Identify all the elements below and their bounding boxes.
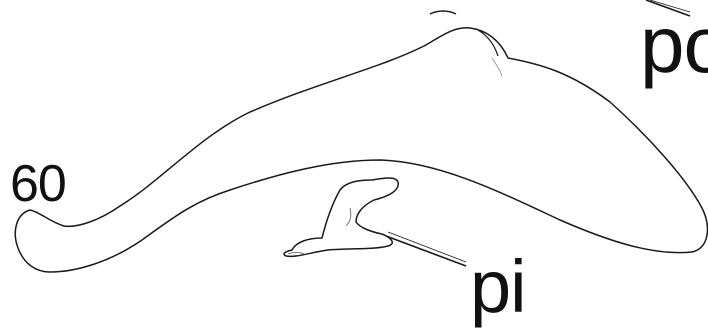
pi-label: pi bbox=[470, 250, 526, 324]
top-fragment-outline bbox=[430, 11, 456, 14]
pi-leader-line-double bbox=[388, 232, 466, 262]
pi-element-outline bbox=[284, 178, 398, 256]
pi-leader-line bbox=[386, 236, 466, 266]
specimen-number-label: 60 bbox=[10, 158, 66, 210]
po-label: po bbox=[640, 5, 708, 85]
